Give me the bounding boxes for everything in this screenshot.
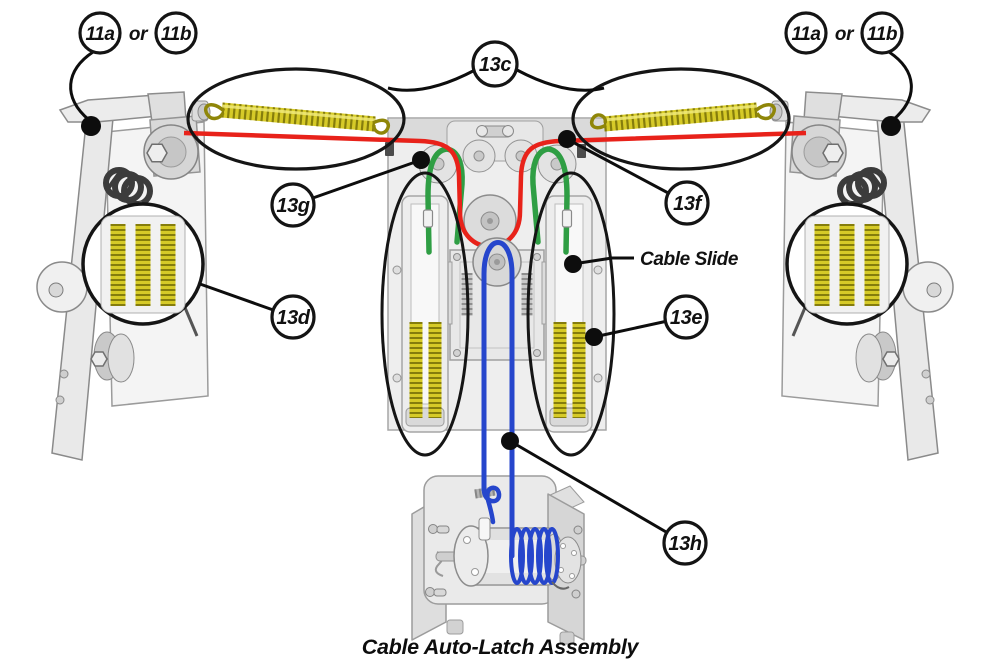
latch-keeper xyxy=(478,517,491,541)
spring-detail-bubbles xyxy=(186,67,791,171)
leader-11-left xyxy=(69,50,94,122)
anchor-dot-cable-slide xyxy=(564,255,582,273)
callout-circle-13e xyxy=(663,294,709,340)
cable-slide-right xyxy=(545,195,593,433)
closeup-springs xyxy=(110,224,176,306)
blue-coil-on-drum xyxy=(509,527,560,585)
callout-circle-11a-right xyxy=(784,11,828,55)
right-extension-spring xyxy=(589,100,789,132)
label-11b-left: 11b xyxy=(161,24,192,45)
arm-hole xyxy=(55,395,65,405)
callout-circle-13f xyxy=(664,180,710,226)
blue-cable xyxy=(481,240,570,590)
cable-end-curl xyxy=(551,581,570,590)
spring-closeup-magnifier xyxy=(81,202,205,326)
anchor-dot-13e xyxy=(585,328,603,346)
callout-circle-13c xyxy=(471,40,519,88)
cable-slide-left xyxy=(401,195,449,433)
leader-13g xyxy=(292,158,422,207)
leader-11-right xyxy=(888,50,913,122)
lower-roller xyxy=(107,333,135,383)
slide-oval-right xyxy=(526,171,616,457)
left-bracket-assembly xyxy=(36,91,209,461)
label-13f: 13f xyxy=(673,193,703,215)
leader-13f xyxy=(566,137,688,205)
roller-bolt xyxy=(90,351,108,367)
anchor-dot xyxy=(81,116,101,136)
leader-13c-right xyxy=(516,68,605,92)
anchor-dot xyxy=(881,116,901,136)
label-13e: 13e xyxy=(670,307,702,329)
label-13g: 13g xyxy=(276,195,309,217)
arm-hole xyxy=(59,369,69,379)
blue-cable-pigtail xyxy=(481,485,502,525)
leader-13h xyxy=(509,439,686,545)
callout-circle-11b-right xyxy=(860,11,904,55)
label-11a-right: 11a xyxy=(791,24,821,45)
drum-end-disc xyxy=(453,525,489,587)
callout-circle-11a-left xyxy=(78,11,122,55)
pivot-bolt xyxy=(48,282,64,298)
callout-circle-13d xyxy=(270,294,316,340)
label-or-right: or xyxy=(835,24,855,45)
cable-connector xyxy=(422,209,434,228)
leader-cable-slide xyxy=(572,256,634,266)
anchor-dot-13h xyxy=(501,432,519,450)
label-13d: 13d xyxy=(276,307,310,329)
detail-ellipse-right xyxy=(571,67,791,171)
slide-oval-left xyxy=(380,171,470,457)
label-11b-right: 11b xyxy=(867,24,898,45)
right-bracket-assembly xyxy=(782,92,953,460)
hex-bolt xyxy=(146,143,168,163)
anchor-dot-13f xyxy=(558,130,576,148)
callout-circle-13g xyxy=(270,182,316,228)
callout-circle-13h xyxy=(662,520,708,566)
cable-connector xyxy=(561,209,573,228)
detail-ellipse-left xyxy=(186,67,406,171)
left-extension-spring xyxy=(191,100,391,135)
callout-circle-11b-left xyxy=(154,11,198,55)
blue-cable-main xyxy=(481,240,515,559)
label-13c: 13c xyxy=(479,54,511,76)
leader-13c-left xyxy=(387,68,476,92)
green-cable-right xyxy=(530,146,570,255)
label-cable-slide: Cable Slide xyxy=(640,249,739,270)
callouts: 11a or 11b 11a or 11b 13c 13g 13f 13e 13… xyxy=(69,11,913,566)
label-13h: 13h xyxy=(668,533,701,555)
anchor-dot-13g xyxy=(412,151,430,169)
diagram-caption: Cable Auto-Latch Assembly xyxy=(362,635,640,659)
label-or-left: or xyxy=(129,24,149,45)
label-11a-left: 11a xyxy=(85,24,115,45)
